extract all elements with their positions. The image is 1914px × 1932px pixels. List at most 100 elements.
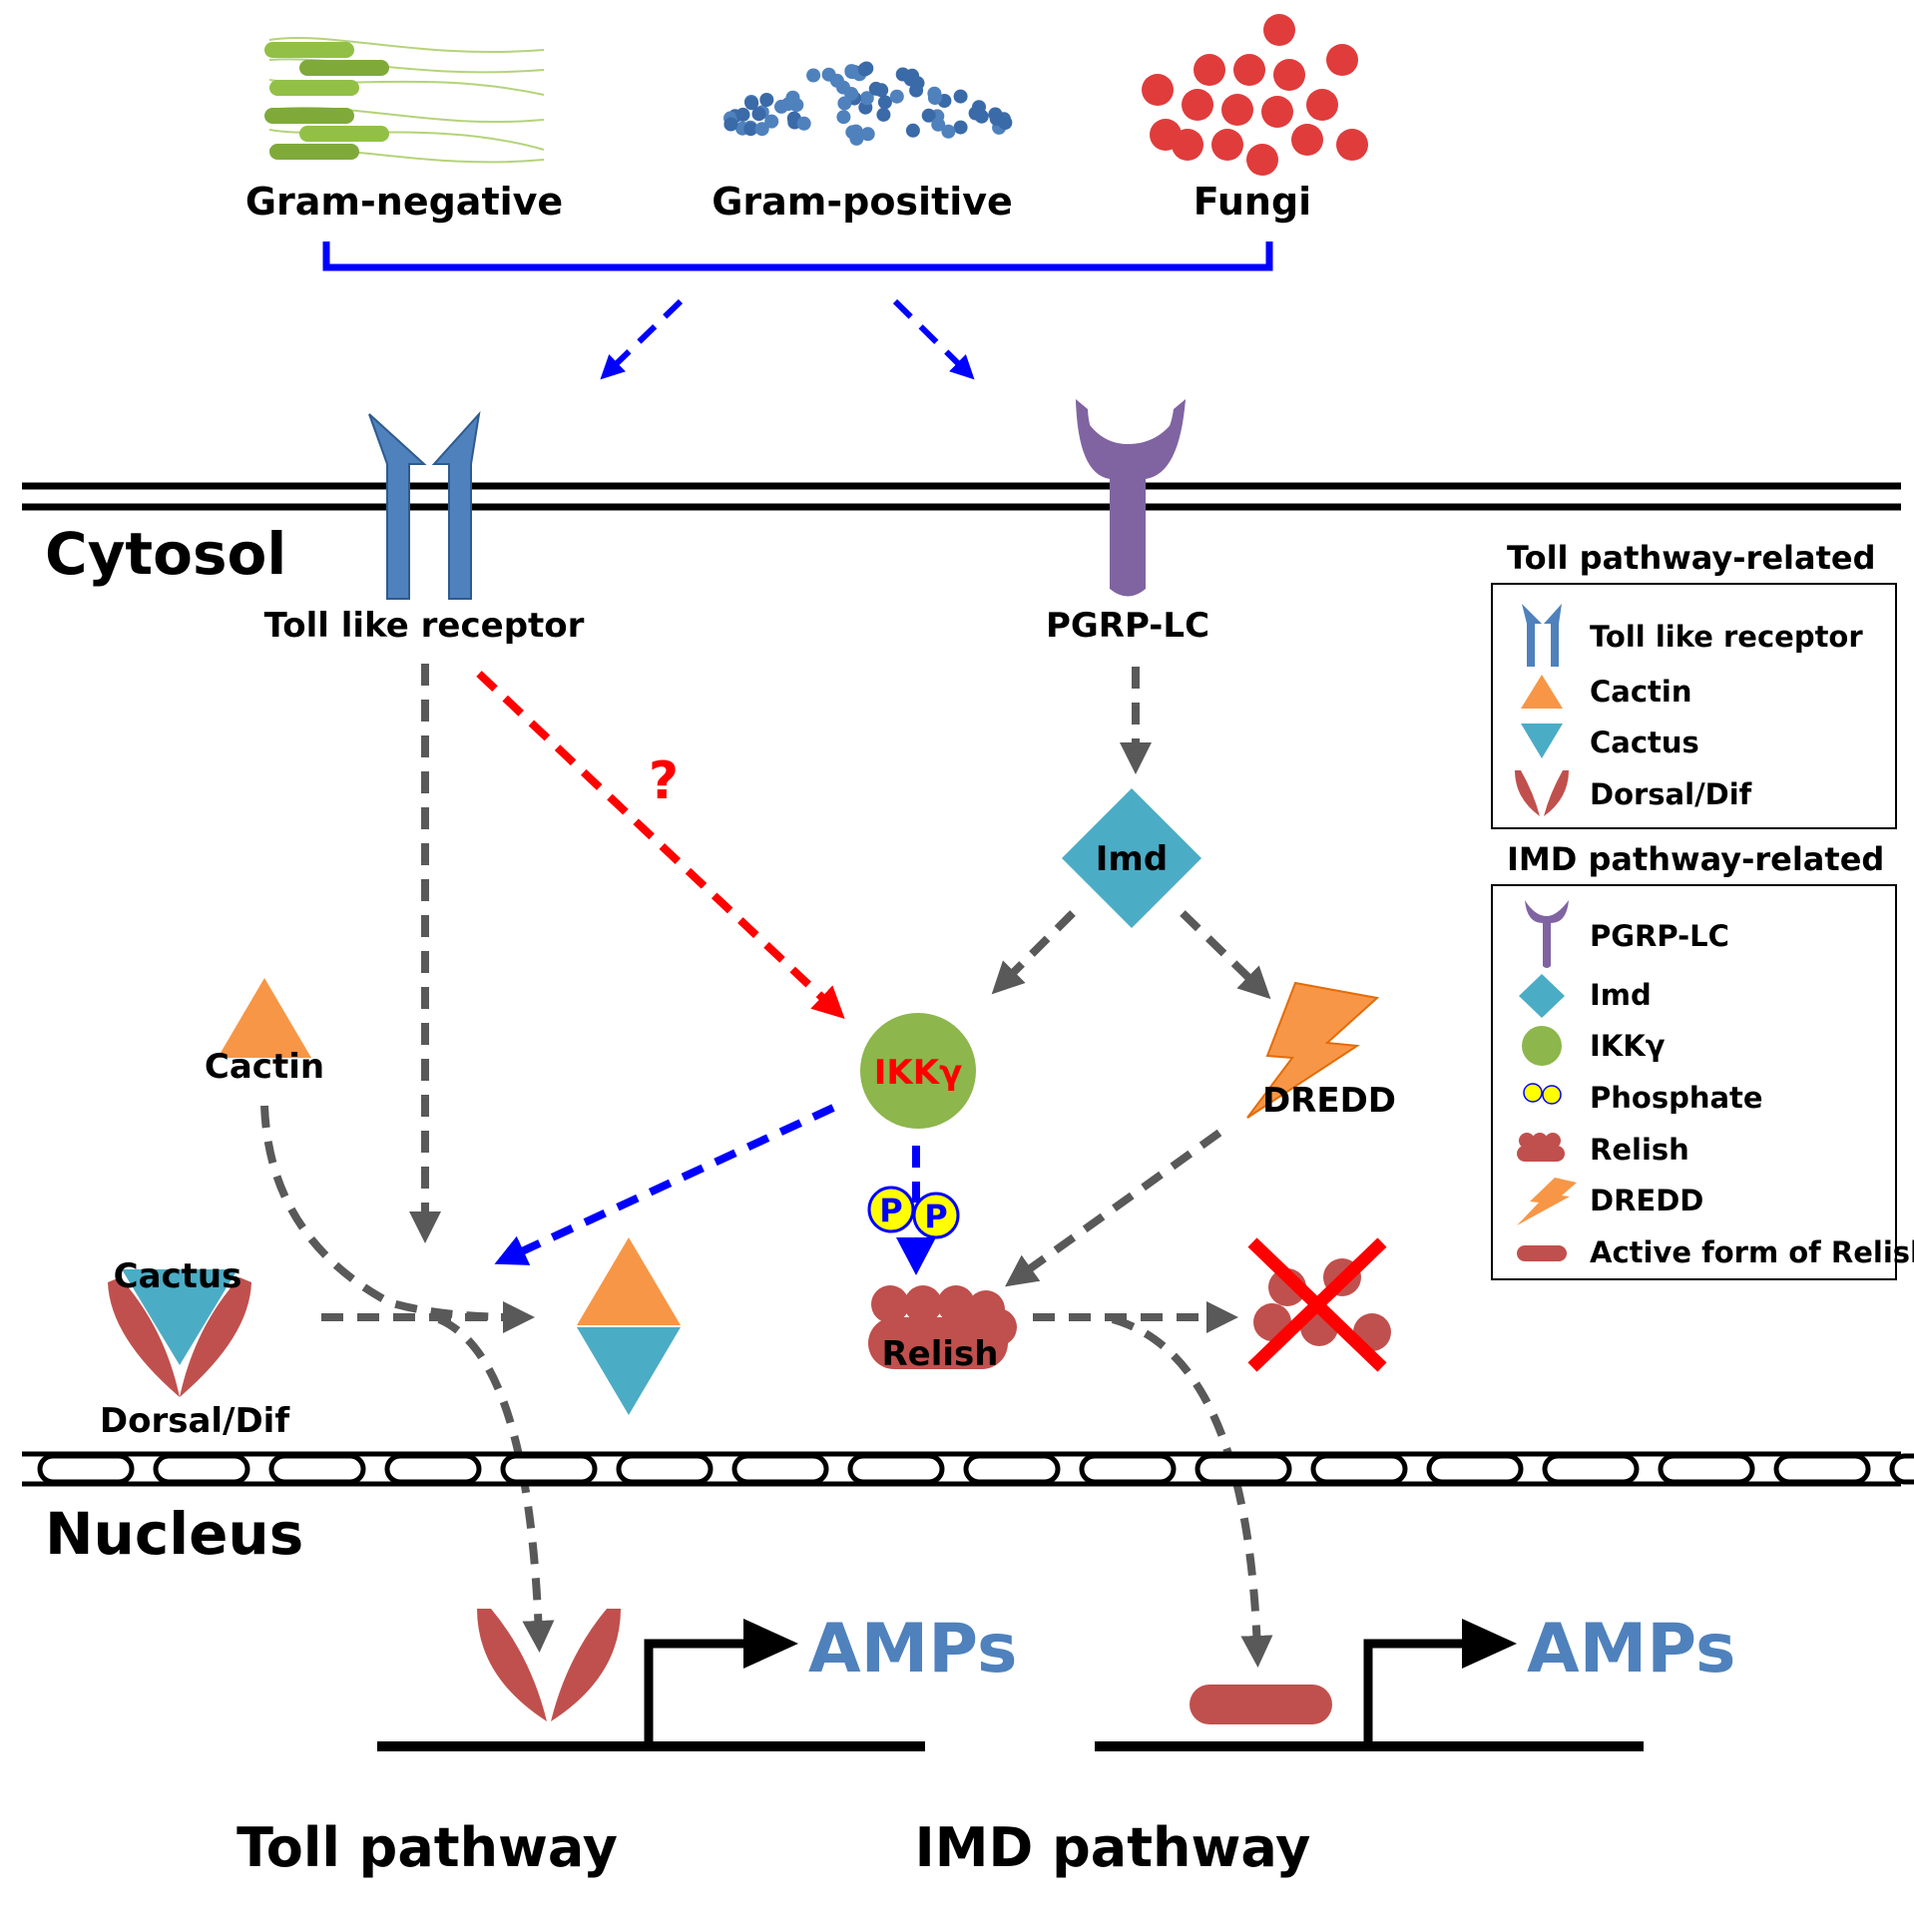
legend-toll-item-3: Dorsal/Dif xyxy=(1590,777,1752,811)
nuclear-pore xyxy=(500,1453,598,1485)
gram-positive-coccus xyxy=(735,107,750,122)
legend-imd-item-5: DREDD xyxy=(1590,1184,1703,1217)
toll-like-receptor-label: Toll like receptor xyxy=(264,606,585,646)
dorsal-dif-nuclear-icon xyxy=(477,1609,621,1721)
gram-positive-coccus xyxy=(989,112,1004,126)
imd-icon xyxy=(1062,788,1201,928)
dorsal-dif-label: Dorsal/Dif xyxy=(100,1401,290,1441)
nuclear-pore xyxy=(1773,1453,1871,1485)
arrow-to-toll-receptor xyxy=(600,298,684,380)
nuclear-pore xyxy=(384,1453,482,1485)
legend-dredd-icon xyxy=(1517,1178,1577,1225)
nucleus-label: Nucleus xyxy=(45,1500,303,1568)
nuclear-pore xyxy=(1889,1453,1914,1485)
nuclear-pore xyxy=(731,1453,829,1485)
arrow-ikk-to-complex xyxy=(494,1104,835,1265)
gram-positive-coccus xyxy=(877,95,892,110)
nuclear-pore xyxy=(1310,1453,1408,1485)
legend-cactin-icon xyxy=(1521,675,1563,709)
gram-positive-coccus xyxy=(829,73,844,88)
gram-positive-coccus xyxy=(927,91,942,106)
gram-positive-coccus xyxy=(974,109,989,124)
cactin-label: Cactin xyxy=(205,1047,324,1087)
gram-positive-label: Gram-positive xyxy=(712,180,1013,224)
dredd-label: DREDD xyxy=(1262,1081,1396,1121)
nuclear-pores xyxy=(37,1453,1914,1485)
legend: Toll pathway-related Toll like receptor … xyxy=(1491,539,1914,1280)
pathogen-bracket xyxy=(322,242,1273,271)
dredd-icon xyxy=(1246,981,1380,1119)
arrow-cactin-to-complex xyxy=(260,1105,535,1333)
arrow-dorsal-to-nucleus xyxy=(437,1315,555,1653)
arrow-relish-to-nucleus xyxy=(1111,1315,1273,1668)
pgrp-lc-label: PGRP-LC xyxy=(1046,606,1209,646)
legend-ikk-gamma-icon xyxy=(1522,1026,1562,1066)
gram-positive-coccus xyxy=(754,122,769,137)
gram-positive-coccus xyxy=(889,89,904,104)
gram-positive-coccus xyxy=(837,96,852,111)
gram-positive-coccus xyxy=(796,116,811,131)
gram-positive-coccus xyxy=(895,67,910,82)
cactus-label: Cactus xyxy=(114,1256,242,1296)
gram-positive-coccus xyxy=(759,93,774,107)
legend-phosphate-icon xyxy=(1523,1083,1562,1105)
toll-promoter-arrow xyxy=(644,1639,743,1746)
cactin-cactus-complex-icon xyxy=(577,1237,681,1415)
nuclear-pore xyxy=(1658,1453,1755,1485)
phosphorylation-arrow-head xyxy=(896,1237,936,1275)
gram-positive-coccus xyxy=(905,123,920,138)
legend-toll-item-2: Cactus xyxy=(1590,725,1699,759)
gram-positive-coccus xyxy=(910,76,925,91)
legend-imd-item-1: Imd xyxy=(1590,978,1652,1012)
legend-relish-icon xyxy=(1517,1133,1565,1162)
imd-amps-label: AMPs xyxy=(1527,1610,1735,1689)
gram-positive-coccus xyxy=(941,124,956,139)
legend-toll-box xyxy=(1491,583,1897,829)
nuclear-pore xyxy=(963,1453,1061,1485)
gram-positive-coccus xyxy=(806,68,821,83)
ikk-gamma-icon xyxy=(860,1013,976,1129)
cytosol-label: Cytosol xyxy=(45,520,286,588)
imd-label: Imd xyxy=(1096,839,1168,879)
gram-positive-coccus xyxy=(921,108,936,123)
gram-positive-coccus xyxy=(868,81,883,96)
nuclear-pore xyxy=(616,1453,714,1485)
arrow-imd-to-ikk xyxy=(991,910,1076,995)
phosphate-label-1: P xyxy=(879,1192,902,1229)
legend-imd-item-2: IKKγ xyxy=(1590,1029,1666,1063)
gram-positive-coccus xyxy=(860,127,875,142)
gram-negative-label: Gram-negative xyxy=(245,180,563,224)
legend-cactus-icon xyxy=(1521,724,1563,758)
arrow-dredd-to-relish xyxy=(1005,1129,1222,1287)
cactin-icon xyxy=(218,978,311,1058)
arrow-imd-to-dredd xyxy=(1180,910,1271,1000)
gram-positive-coccus xyxy=(857,62,872,77)
legend-toll-title: Toll pathway-related xyxy=(1507,539,1875,577)
toll-amps-label: AMPs xyxy=(808,1610,1017,1689)
pgrp-lc-icon xyxy=(1076,399,1186,597)
toll-pathway-title: Toll pathway xyxy=(237,1816,618,1879)
legend-imd-item-0: PGRP-LC xyxy=(1590,919,1729,953)
imd-pathway-title: IMD pathway xyxy=(915,1816,1311,1879)
imd-promoter-arrow-head xyxy=(1462,1619,1517,1669)
nuclear-pore xyxy=(153,1453,250,1485)
gram-positive-coccus xyxy=(844,64,859,79)
legend-imd-item-3: Phosphate xyxy=(1590,1081,1763,1115)
gram-positive-coccus xyxy=(723,117,738,132)
legend-active-relish-icon xyxy=(1517,1245,1567,1261)
toll-promoter-arrow-head xyxy=(743,1619,798,1669)
toll-like-receptor-icon xyxy=(368,410,481,600)
fungi-label: Fungi xyxy=(1194,180,1311,224)
phosphate-icon xyxy=(867,1186,960,1239)
phosphate-label-2: P xyxy=(924,1198,947,1235)
gram-positive-coccus xyxy=(743,122,758,137)
arrow-toll-to-ikk xyxy=(476,671,845,1019)
legend-toll-item-0: Toll like receptor xyxy=(1590,620,1863,654)
imd-promoter-arrow xyxy=(1363,1639,1462,1746)
legend-pgrp-lc-icon xyxy=(1525,900,1569,968)
legend-imd-title: IMD pathway-related xyxy=(1507,840,1884,878)
relish-label: Relish xyxy=(882,1334,999,1374)
legend-toll-receptor-icon xyxy=(1522,604,1562,667)
